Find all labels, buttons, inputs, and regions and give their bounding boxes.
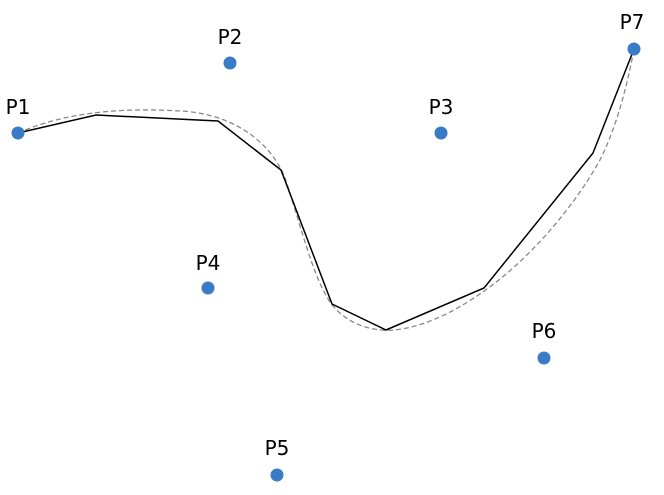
point-label: P2: [218, 25, 243, 49]
polyline-approximation: [17, 48, 635, 331]
control-point-marker: [270, 468, 284, 482]
point-label: P1: [6, 95, 31, 119]
point-label: P6: [532, 319, 557, 343]
control-point-p5: P5: [265, 436, 290, 482]
point-label: P4: [196, 251, 221, 275]
control-point-p7: P7: [620, 10, 645, 56]
control-point-p1: P1: [6, 95, 31, 140]
point-label: P3: [429, 95, 454, 119]
control-point-marker: [11, 126, 25, 140]
control-point-marker: [201, 281, 215, 295]
point-label: P7: [620, 10, 645, 34]
control-point-marker: [537, 351, 551, 365]
point-label: P5: [265, 436, 290, 460]
control-point-marker: [434, 126, 448, 140]
smooth-curve: [17, 48, 635, 331]
control-point-p3: P3: [429, 95, 454, 140]
control-point-marker: [223, 56, 237, 70]
control-point-marker: [627, 42, 641, 56]
control-point-p6: P6: [532, 319, 557, 365]
control-point-p2: P2: [218, 25, 243, 70]
control-point-p4: P4: [196, 251, 221, 295]
